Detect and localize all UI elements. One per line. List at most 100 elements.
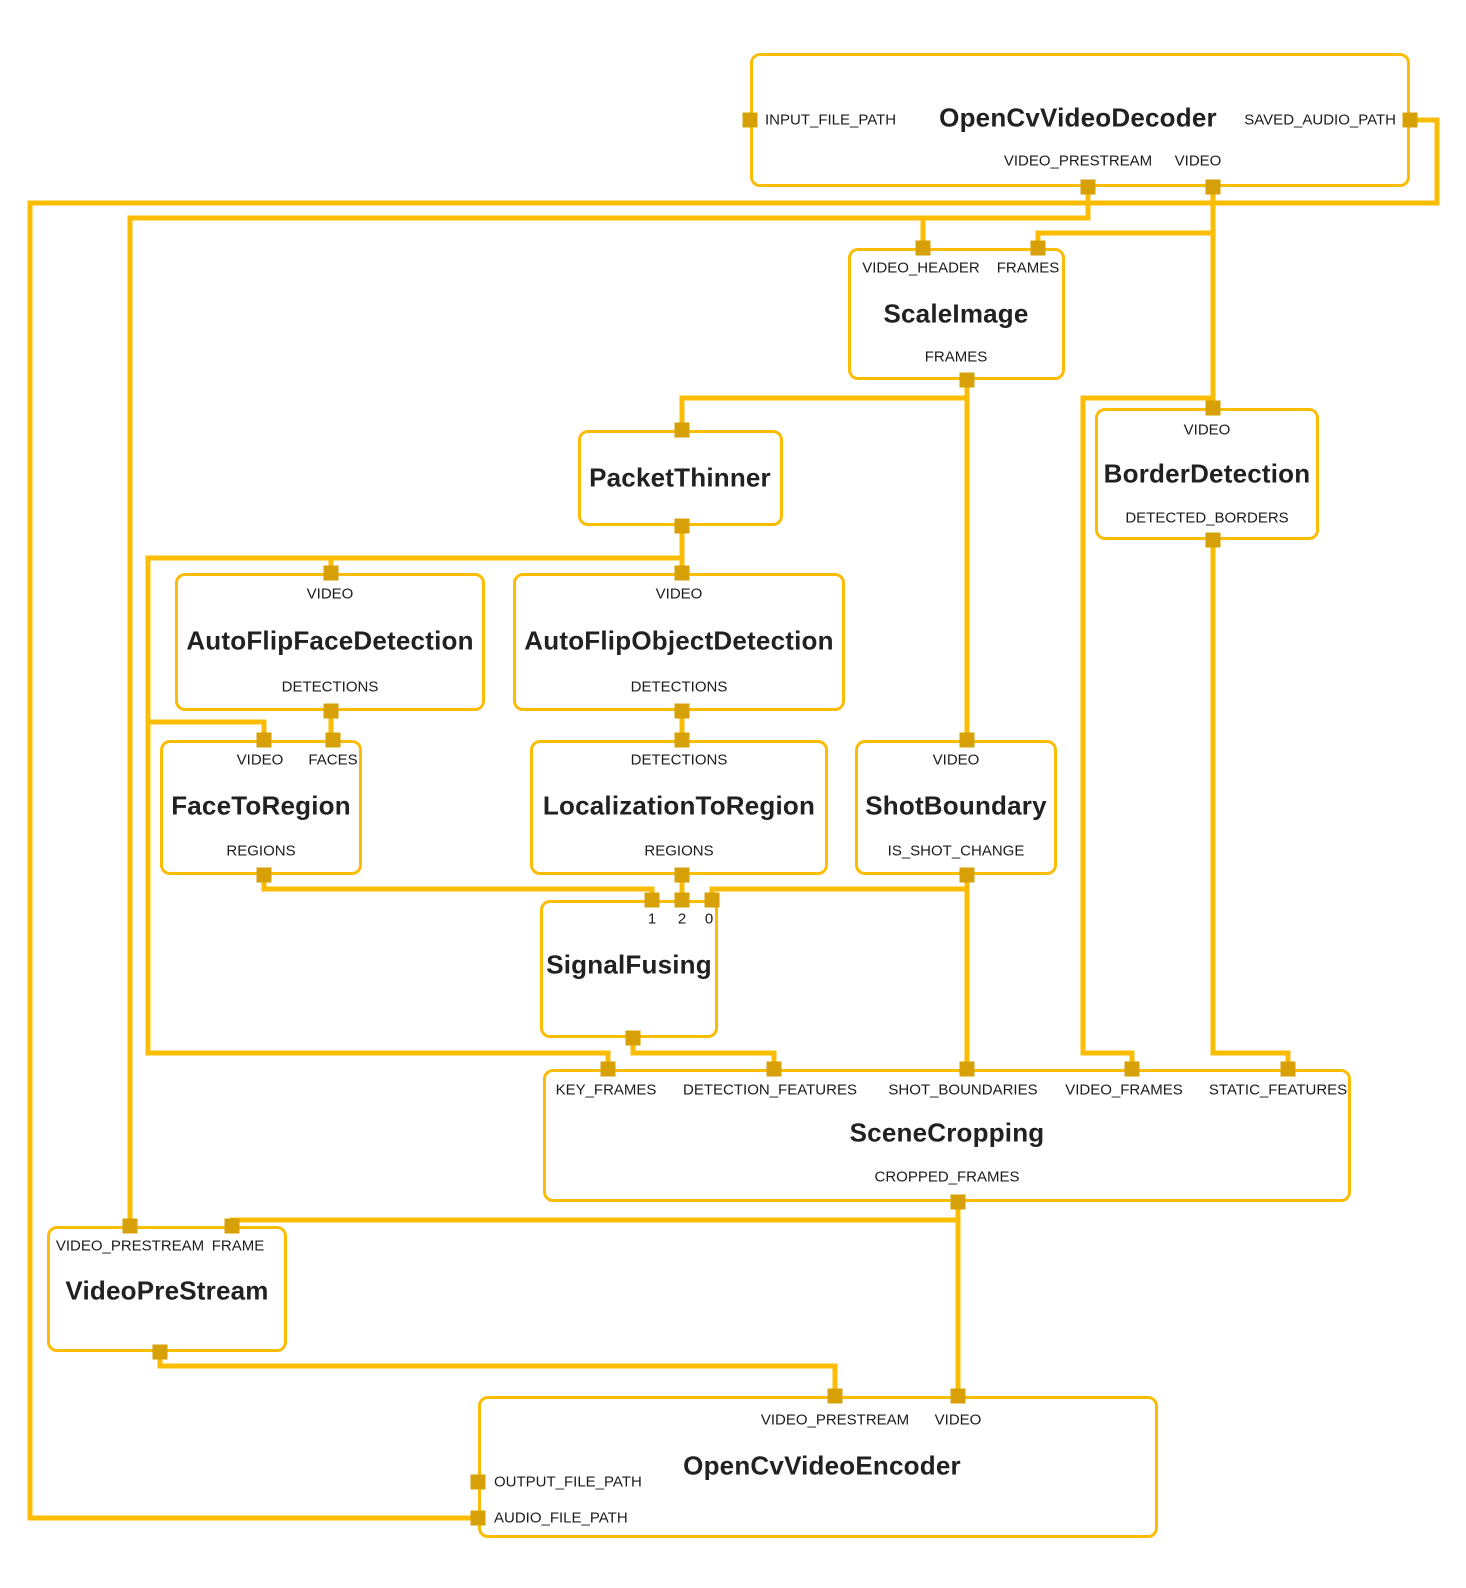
port-label-face-to-region: REGIONS [226, 842, 296, 860]
port-face-to-region-faces-in[interactable] [325, 732, 341, 748]
node-shot-boundary[interactable] [855, 740, 1057, 875]
port-scene-cropping-detection-features-in[interactable] [766, 1061, 782, 1077]
wire-saved-audio-path-to-audio-file-path [27, 117, 1440, 1521]
port-label-video-pre-stream: VIDEO_PRESTREAM [55, 1237, 205, 1255]
port-open-cv-video-decoder-input-file-path[interactable] [742, 112, 758, 128]
node-auto-flip-object-detection[interactable] [513, 573, 845, 711]
port-label-open-cv-video-decoder: INPUT_FILE_PATH [765, 111, 897, 129]
port-label-face-to-region: VIDEO [236, 751, 284, 769]
port-signal-fusing-input-0[interactable] [704, 892, 720, 908]
node-border-detection[interactable] [1095, 408, 1319, 540]
port-label-scene-cropping: STATIC_FEATURES [1208, 1081, 1348, 1099]
port-auto-flip-face-detection-video-in[interactable] [323, 565, 339, 581]
port-open-cv-video-decoder-video-prestream-out[interactable] [1080, 179, 1096, 195]
port-scene-cropping-video-frames-in[interactable] [1124, 1061, 1140, 1077]
port-label-border-detection: VIDEO [1183, 421, 1231, 439]
node-title-border-detection: BorderDetection [1103, 458, 1311, 489]
node-title-packet-thinner: PacketThinner [589, 462, 771, 493]
port-label-open-cv-video-decoder: VIDEO [1174, 152, 1222, 170]
port-auto-flip-object-detection-detections-out[interactable] [674, 703, 690, 719]
node-title-face-to-region: FaceToRegion [171, 790, 351, 821]
node-title-open-cv-video-decoder: OpenCvVideoDecoder [939, 102, 1217, 133]
port-signal-fusing-input-2[interactable] [674, 892, 690, 908]
wire-video-to-scale-image-frames [1035, 230, 1213, 248]
wire-trunk-to-face-to-region-video [148, 719, 267, 740]
wire-face-regions-to-signal-fusing-1 [261, 875, 655, 900]
port-label-localization-to-region: DETECTIONS [630, 751, 728, 769]
port-scene-cropping-key-frames-in[interactable] [600, 1061, 616, 1077]
port-face-to-region-regions-out[interactable] [256, 867, 272, 883]
wire-detected-borders-to-static-features [1210, 540, 1291, 1069]
port-label-open-cv-video-encoder: VIDEO_PRESTREAM [760, 1411, 910, 1429]
port-open-cv-video-encoder-audio-file-path[interactable] [470, 1510, 486, 1526]
node-open-cv-video-encoder[interactable] [478, 1396, 1158, 1538]
port-localization-to-region-detections-in[interactable] [674, 732, 690, 748]
node-open-cv-video-decoder[interactable] [750, 53, 1410, 187]
port-open-cv-video-decoder-video-out[interactable] [1205, 179, 1221, 195]
port-open-cv-video-encoder-video-in[interactable] [950, 1388, 966, 1404]
port-video-pre-stream-header-out[interactable] [152, 1344, 168, 1360]
node-title-scale-image: ScaleImage [883, 298, 1029, 329]
port-scale-image-frames-out[interactable] [959, 372, 975, 388]
port-shot-boundary-is-shot-change-out[interactable] [959, 867, 975, 883]
port-label-scale-image: VIDEO_HEADER [862, 259, 980, 277]
node-title-video-pre-stream: VideoPreStream [65, 1275, 269, 1306]
wire-signal-fusing-to-detection-features [630, 1038, 777, 1069]
port-open-cv-video-encoder-video-prestream-in[interactable] [827, 1388, 843, 1404]
port-video-pre-stream-video-prestream-in[interactable] [122, 1218, 138, 1234]
wire-video-pre-stream-to-encoder-video-prestream [157, 1352, 838, 1396]
node-scene-cropping[interactable] [543, 1069, 1351, 1202]
port-label-scene-cropping: KEY_FRAMES [555, 1081, 657, 1099]
port-label-video-pre-stream: FRAME [211, 1237, 265, 1255]
port-open-cv-video-decoder-saved-audio-path[interactable] [1402, 112, 1418, 128]
port-packet-thinner-frames-out[interactable] [674, 518, 690, 534]
port-auto-flip-face-detection-detections-out[interactable] [323, 703, 339, 719]
port-face-to-region-video-in[interactable] [256, 732, 272, 748]
wire-shot-change-to-signal-fusing-0 [709, 886, 967, 900]
port-border-detection-video-in[interactable] [1205, 400, 1221, 416]
node-signal-fusing[interactable] [540, 900, 718, 1038]
node-title-localization-to-region: LocalizationToRegion [542, 790, 816, 821]
port-label-scale-image: FRAMES [996, 259, 1060, 277]
port-border-detection-detected-borders-out[interactable] [1205, 532, 1221, 548]
port-shot-boundary-video-in[interactable] [959, 732, 975, 748]
port-packet-thinner-frames-in[interactable] [674, 422, 690, 438]
port-localization-to-region-regions-out[interactable] [674, 867, 690, 883]
port-label-signal-fusing: 0 [704, 910, 714, 928]
port-label-shot-boundary: VIDEO [932, 751, 980, 769]
port-signal-fusing-salient-regions-out[interactable] [625, 1030, 641, 1046]
port-scene-cropping-shot-boundaries-in[interactable] [959, 1061, 975, 1077]
port-label-open-cv-video-decoder: VIDEO_PRESTREAM [1003, 152, 1153, 170]
port-label-border-detection: DETECTED_BORDERS [1125, 509, 1289, 527]
port-label-open-cv-video-decoder: SAVED_AUDIO_PATH [1244, 111, 1396, 129]
port-scene-cropping-static-features-in[interactable] [1280, 1061, 1296, 1077]
port-label-auto-flip-face-detection: VIDEO [306, 585, 354, 603]
port-label-scene-cropping: SHOT_BOUNDARIES [888, 1081, 1038, 1099]
port-label-scene-cropping: VIDEO_FRAMES [1065, 1081, 1183, 1099]
port-label-open-cv-video-encoder: AUDIO_FILE_PATH [494, 1509, 628, 1527]
port-scene-cropping-cropped-frames-out[interactable] [950, 1194, 966, 1210]
port-label-scale-image: FRAMES [924, 348, 988, 366]
wire-video-to-scene-cropping-video-frames [1080, 395, 1213, 1069]
port-scale-image-frames-in[interactable] [1030, 240, 1046, 256]
port-video-pre-stream-frame-in[interactable] [224, 1218, 240, 1234]
node-title-auto-flip-object-detection: AutoFlipObjectDetection [524, 625, 834, 656]
port-label-shot-boundary: IS_SHOT_CHANGE [887, 842, 1025, 860]
node-title-open-cv-video-encoder: OpenCvVideoEncoder [683, 1450, 961, 1481]
wire-scale-frames-to-packet-thinner [679, 395, 967, 430]
wire-video-prestream-to-video-pre-stream [127, 187, 1091, 1226]
port-auto-flip-object-detection-video-in[interactable] [674, 565, 690, 581]
port-open-cv-video-encoder-output-file-path[interactable] [470, 1474, 486, 1490]
node-scale-image[interactable] [848, 248, 1065, 380]
port-scale-image-video-header-in[interactable] [915, 240, 931, 256]
node-title-shot-boundary: ShotBoundary [865, 790, 1047, 821]
port-label-auto-flip-object-detection: DETECTIONS [630, 678, 728, 696]
port-label-signal-fusing: 1 [647, 910, 657, 928]
port-label-face-to-region: FACES [308, 751, 358, 769]
port-label-scene-cropping: CROPPED_FRAMES [874, 1168, 1020, 1186]
port-label-open-cv-video-encoder: OUTPUT_FILE_PATH [494, 1473, 642, 1491]
port-label-localization-to-region: REGIONS [644, 842, 714, 860]
port-signal-fusing-input-1[interactable] [644, 892, 660, 908]
port-label-scene-cropping: DETECTION_FEATURES [683, 1081, 857, 1099]
